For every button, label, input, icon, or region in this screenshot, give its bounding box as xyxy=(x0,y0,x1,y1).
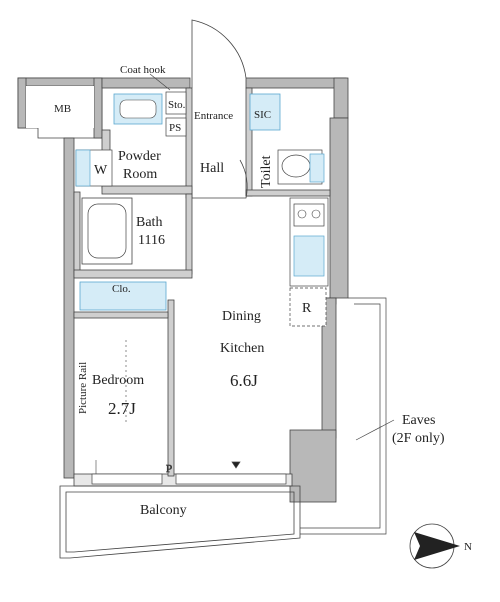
bedroom: Bedroom 2.7J Picture Rail xyxy=(77,340,144,478)
closet: Clo. xyxy=(79,281,167,311)
refrigerator-label: R xyxy=(302,301,312,316)
p-marker-label: P xyxy=(166,463,172,475)
mb-room: MB xyxy=(26,86,94,128)
north-label: N xyxy=(464,541,472,553)
balcony-windows: P xyxy=(91,461,287,485)
dining-label: Dining xyxy=(222,309,261,324)
dk-size-label: 6.6J xyxy=(230,371,258,390)
interior-walls xyxy=(73,87,331,477)
entry-area: Sto. PS Entrance SIC Coat hook xyxy=(120,64,281,137)
bath-label: Bath xyxy=(136,215,162,230)
sic-label: SIC xyxy=(254,109,271,121)
balcony-label: Balcony xyxy=(140,503,187,518)
dining-kitchen: Dining Kitchen 6.6J xyxy=(220,309,264,390)
toilet-room: Toilet xyxy=(259,149,325,188)
storage-label: Sto. xyxy=(168,99,186,111)
hall-label: Hall xyxy=(200,161,224,176)
entrance-door xyxy=(191,19,248,199)
mb-label: MB xyxy=(54,103,71,115)
toilet-label: Toilet xyxy=(259,155,274,188)
hall: Hall xyxy=(200,161,224,176)
eaves-label-2: (2F only) xyxy=(392,431,445,446)
kitchen-label: Kitchen xyxy=(220,341,264,356)
north-arrow: N xyxy=(409,523,472,569)
bedroom-size-label: 2.7J xyxy=(108,399,136,418)
eaves xyxy=(300,297,395,535)
bath-room: Bath 1116 xyxy=(81,197,165,265)
bath-size-label: 1116 xyxy=(138,233,165,248)
coat-hook-label: Coat hook xyxy=(120,64,166,76)
eaves-label-1: Eaves xyxy=(402,413,435,428)
bedroom-label: Bedroom xyxy=(92,373,144,388)
washer-label: W xyxy=(94,163,108,178)
ps-label: PS xyxy=(169,122,181,134)
kitchen-counter: R xyxy=(289,197,329,327)
powder-room: Powder Room W xyxy=(75,93,163,187)
closet-label: Clo. xyxy=(112,283,131,295)
entrance-label: Entrance xyxy=(194,110,233,122)
powder-room-label-1: Powder xyxy=(118,149,161,164)
powder-room-label-2: Room xyxy=(123,167,157,182)
balcony: Balcony xyxy=(140,503,187,518)
picture-rail-label: Picture Rail xyxy=(77,362,89,414)
